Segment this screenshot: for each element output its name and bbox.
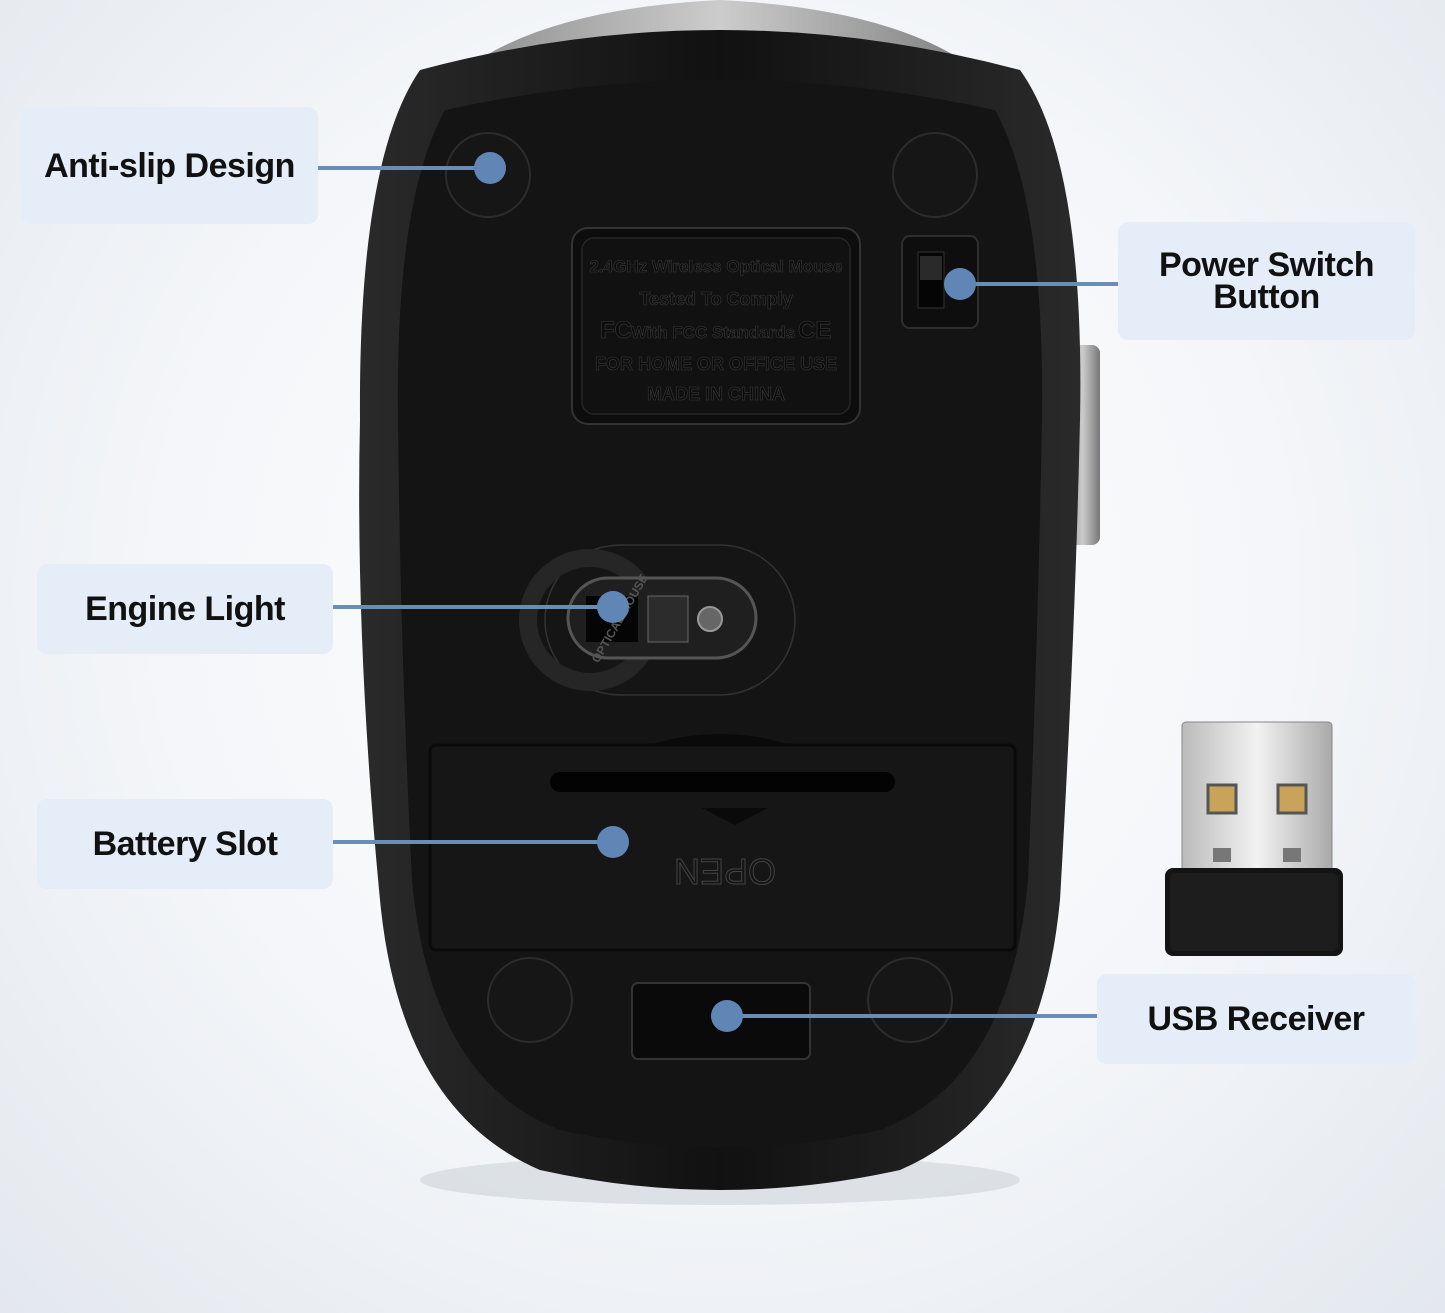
anti-slip-foot (892, 132, 978, 218)
callout-anti-slip-design: Anti-slip Design (21, 107, 318, 224)
anti-slip-foot (487, 957, 573, 1043)
callout-usb-receiver: USB Receiver (1097, 974, 1415, 1064)
fcc-mark: FC (600, 317, 632, 344)
plate-line-5: MADE IN CHINA (647, 384, 785, 404)
plate-line-4: FOR HOME OR OFFICE USE (595, 354, 837, 374)
callout-battery-slot: Battery Slot (37, 799, 333, 889)
power-switch (901, 235, 979, 329)
ce-mark: CE (798, 317, 831, 344)
usb-receiver (1165, 721, 1343, 956)
open-text: OPEN (674, 851, 776, 892)
connectors (318, 152, 1118, 1032)
callout-power-switch-button: Power Switch Button (1118, 222, 1415, 340)
callout-engine-light: Engine Light (37, 564, 333, 654)
plate-line-3: With FCC Standards (631, 323, 795, 342)
plate-line-2: Tested To Comply (639, 289, 792, 309)
optical-sensor: OPTICAL MOUSE (519, 544, 796, 696)
battery-cover: OPEN (428, 734, 1017, 952)
plate-line-1: 2.4GHz Wireless Optical Mouse (589, 257, 842, 276)
anti-slip-foot (867, 957, 953, 1043)
label-plate: 2.4GHz Wireless Optical Mouse Tested To … (571, 227, 861, 425)
